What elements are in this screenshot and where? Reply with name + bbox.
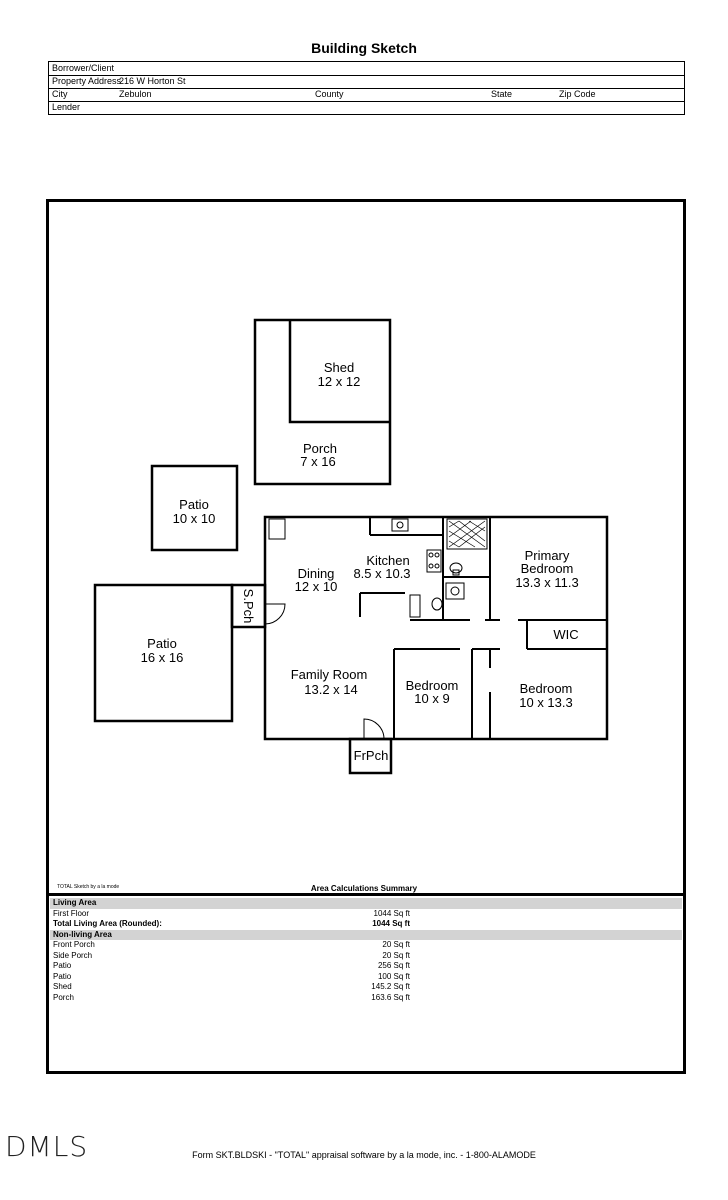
borrower-row: Borrower/Client — [49, 62, 684, 76]
front-porch-outline — [348, 737, 393, 775]
side-porch-label: S.Pch — [241, 589, 256, 624]
nonliving-row: Patio 256 Sq ft — [53, 961, 410, 970]
cabinet-icon — [268, 518, 286, 540]
nonliving-row: Patio 100 Sq ft — [53, 971, 410, 981]
bedroom2-name: Bedroom — [520, 681, 573, 696]
primary-name-2: Bedroom — [521, 561, 574, 576]
total-living-row: Total Living Area (Rounded): 1044 Sq ft — [53, 919, 410, 928]
house-outline — [263, 515, 609, 741]
living-area-header: Living Area — [50, 898, 682, 909]
kitchen-name: Kitchen — [366, 553, 409, 568]
state-label: State — [491, 89, 513, 99]
summary-title: Area Calculations Summary — [310, 884, 418, 893]
bedroom1-name: Bedroom — [406, 678, 459, 693]
sketch-frame — [46, 199, 686, 1074]
toilet-2-icon — [431, 597, 443, 611]
shed-dim: 12 x 12 — [318, 374, 361, 389]
address-value: 216 W Horton St — [119, 76, 186, 86]
address-row: Property Address 216 W Horton St — [49, 75, 684, 89]
zip-label: Zip Code — [559, 89, 596, 99]
wic-label: WIC — [553, 627, 578, 642]
patio-small-name: Patio — [179, 497, 209, 512]
city-value: Zebulon — [119, 89, 152, 99]
lender-label: Lender — [52, 102, 81, 112]
stove-icon — [426, 549, 442, 573]
patio-large-outline — [93, 583, 234, 723]
form-footer: Form SKT.BLDSKI - "TOTAL" appraisal soft… — [192, 1150, 536, 1160]
shed-name: Shed — [324, 360, 354, 375]
nonliving-row: Front Porch 20 Sq ft — [53, 940, 410, 949]
property-info-box: Borrower/Client Property Address 216 W H… — [48, 61, 685, 115]
primary-name-1: Primary — [525, 548, 570, 563]
nonliving-area-header: Non-living Area — [50, 929, 682, 940]
county-label: County — [315, 89, 344, 99]
front-porch-label: FrPch — [354, 748, 389, 763]
bedroom1-dim: 10 x 9 — [414, 691, 449, 706]
toilet-icon — [449, 562, 463, 574]
porch-name: Porch — [303, 441, 337, 456]
dmls-logo: DMLS — [5, 1130, 89, 1163]
dining-name: Dining — [298, 566, 335, 581]
porch-outline — [253, 318, 392, 486]
city-label: City — [52, 89, 68, 99]
sketch-credit: TOTAL Sketch by a la mode — [57, 884, 120, 890]
shower-icon — [446, 518, 488, 550]
nonliving-row: Side Porch 20 Sq ft — [53, 950, 410, 960]
page-title: Building Sketch — [311, 40, 417, 56]
patio-small-dim: 10 x 10 — [173, 511, 216, 526]
patio-large-name: Patio — [147, 636, 177, 651]
address-label: Property Address — [52, 76, 122, 86]
borrower-label: Borrower/Client — [52, 63, 115, 73]
shed-outline — [288, 320, 390, 424]
first-floor-row: First Floor 1044 Sq ft — [53, 908, 410, 918]
porch-dim: 7 x 16 — [300, 454, 335, 469]
lender-row: Lender — [49, 101, 684, 114]
family-name: Family Room — [291, 667, 368, 682]
patio-large-dim: 16 x 16 — [141, 650, 184, 665]
side-door-swing-icon — [264, 603, 286, 625]
family-dim: 13.2 x 14 — [304, 682, 358, 697]
vanity-icon — [445, 582, 465, 600]
nonliving-row: Shed 145.2 Sq ft — [53, 982, 410, 991]
nonliving-row: Porch 163.6 Sq ft — [53, 992, 410, 1002]
area-summary-table: Living Area First Floor 1044 Sq ft Total… — [50, 898, 682, 1003]
dining-dim: 12 x 10 — [295, 579, 338, 594]
fridge-icon — [409, 594, 421, 618]
kitchen-dim: 8.5 x 10.3 — [353, 566, 410, 581]
bedroom2-dim: 10 x 13.3 — [519, 695, 573, 710]
city-row: City Zebulon County State Zip Code — [49, 88, 684, 102]
primary-dim: 13.3 x 11.3 — [515, 575, 578, 590]
patio-small-outline — [150, 464, 239, 552]
summary-divider — [46, 893, 686, 896]
front-door-swing-icon — [363, 718, 385, 740]
sink-icon — [391, 518, 409, 532]
